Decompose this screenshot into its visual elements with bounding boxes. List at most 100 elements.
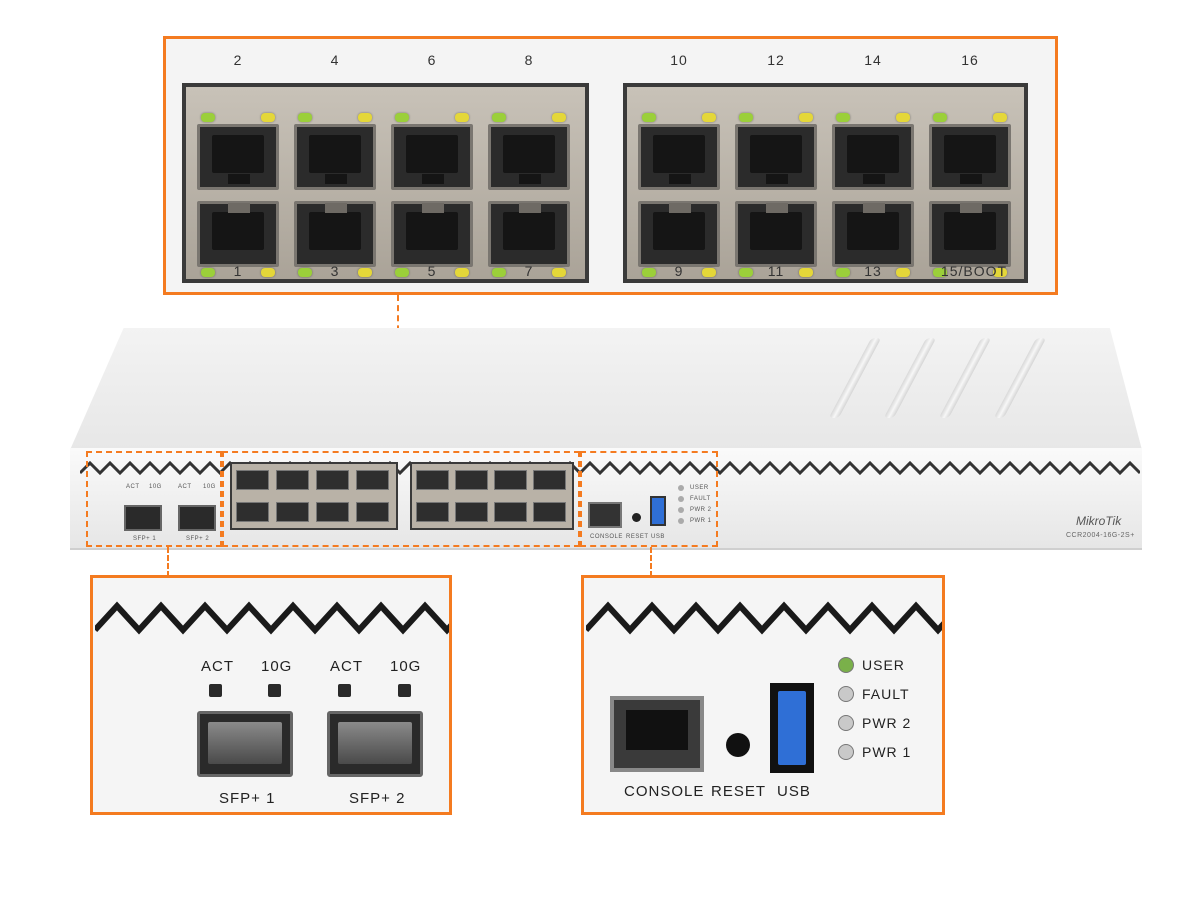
ethernet-port-small[interactable] — [356, 502, 389, 522]
ethernet-port[interactable] — [294, 124, 376, 190]
sfp2-act-led — [338, 684, 351, 697]
ethernet-port[interactable] — [488, 201, 570, 267]
ethernet-port[interactable] — [391, 124, 473, 190]
ethernet-port[interactable] — [197, 201, 279, 267]
ethernet-port-small[interactable] — [316, 502, 349, 522]
pwr2-led-label: PWR 2 — [862, 715, 912, 731]
ethernet-port-small[interactable] — [276, 470, 309, 490]
link-led — [739, 268, 753, 277]
port-number-top: 16 — [961, 52, 979, 68]
ethernet-port[interactable] — [735, 124, 817, 190]
ethernet-port-small[interactable] — [236, 470, 269, 490]
activity-led — [993, 268, 1007, 277]
port-number-top: 8 — [524, 52, 534, 68]
ethernet-port[interactable] — [735, 201, 817, 267]
status-label-small: USER — [690, 485, 709, 491]
sfp2-10g-led — [398, 684, 411, 697]
sfp2-10g-label: 10G — [390, 658, 422, 675]
activity-led — [261, 268, 275, 277]
port-number-top: 6 — [427, 52, 437, 68]
sfp-plus-1-port[interactable] — [197, 711, 293, 777]
activity-led — [896, 268, 910, 277]
usb-port[interactable] — [770, 683, 814, 773]
pwr1-led — [838, 744, 854, 760]
model-label: CCR2004-16G-2S+ — [1066, 532, 1135, 539]
pwr1-led-label: PWR 1 — [862, 744, 912, 760]
console-port[interactable] — [610, 696, 704, 772]
ethernet-port[interactable] — [638, 201, 720, 267]
link-led — [642, 268, 656, 277]
highlight-sfp-region — [86, 451, 222, 547]
ethernet-port[interactable] — [832, 201, 914, 267]
sfp-port-small[interactable] — [124, 505, 162, 531]
ethernet-port-small[interactable] — [494, 502, 527, 522]
sfp-led-label-small: ACT — [178, 484, 192, 490]
port-number-top: 2 — [233, 52, 243, 68]
status-label-small: PWR 2 — [690, 507, 712, 513]
port-number-bottom: 5 — [427, 263, 437, 279]
reset-button-small[interactable] — [632, 513, 641, 522]
usb-port-small[interactable] — [650, 496, 666, 526]
ethernet-port-small[interactable] — [276, 502, 309, 522]
sfp2-act-label: ACT — [330, 658, 363, 675]
sfp-vent-pattern — [95, 601, 449, 635]
ethernet-port-small[interactable] — [356, 470, 389, 490]
ethernet-port[interactable] — [832, 124, 914, 190]
console-label: CONSOLE — [624, 783, 705, 800]
ethernet-port-small[interactable] — [494, 470, 527, 490]
ethernet-port[interactable] — [488, 124, 570, 190]
ethernet-port-small[interactable] — [533, 502, 566, 522]
ethernet-port[interactable] — [391, 201, 473, 267]
status-led-small — [678, 518, 684, 524]
ethernet-port-small[interactable] — [533, 470, 566, 490]
fault-led — [838, 686, 854, 702]
sfp-plus-1-label: SFP+ 1 — [219, 790, 276, 807]
ethernet-port-small[interactable] — [416, 502, 449, 522]
usb-label: USB — [777, 783, 811, 800]
ethernet-port[interactable] — [197, 124, 279, 190]
ethernet-port[interactable] — [294, 201, 376, 267]
usb-label-small: USB — [651, 534, 665, 540]
sfp1-act-label: ACT — [201, 658, 234, 675]
vent-zigzag — [586, 601, 942, 635]
ethernet-port-small[interactable] — [455, 502, 488, 522]
status-led-small — [678, 485, 684, 491]
sfp-plus-2-port[interactable] — [327, 711, 423, 777]
port-number-bottom: 9 — [674, 263, 684, 279]
sfp-label-small: SFP+ 1 — [133, 536, 157, 542]
sfp-port-small[interactable] — [178, 505, 216, 531]
sfp-led-label-small: ACT — [126, 484, 140, 490]
port-number-top: 10 — [670, 52, 688, 68]
sfp1-act-led — [209, 684, 222, 697]
activity-led — [799, 113, 813, 122]
reset-label-small: RESET — [626, 534, 649, 540]
link-led — [492, 113, 506, 122]
sfp-led-label-small: 10G — [203, 484, 216, 490]
user-led — [838, 657, 854, 673]
link-led — [298, 268, 312, 277]
connector-sfp — [167, 547, 169, 577]
ethernet-port[interactable] — [929, 124, 1011, 190]
fault-led-label: FAULT — [862, 686, 910, 702]
activity-led — [993, 113, 1007, 122]
console-port-jack — [626, 710, 688, 750]
port-number-bottom: 3 — [330, 263, 340, 279]
sfp-callout: ACT 10G ACT 10G SFP+ 1 SFP+ 2 — [90, 575, 452, 815]
link-led — [933, 113, 947, 122]
port-number-bottom: 11 — [767, 263, 785, 279]
ethernet-port[interactable] — [638, 124, 720, 190]
ethernet-port-small[interactable] — [416, 470, 449, 490]
link-led — [201, 268, 215, 277]
pwr2-led — [838, 715, 854, 731]
port-number-bottom: 1 — [233, 263, 243, 279]
reset-button[interactable] — [726, 733, 750, 757]
port-number-bottom: 13 — [864, 263, 882, 279]
console-port-small[interactable] — [588, 502, 622, 528]
ethernet-port-small[interactable] — [455, 470, 488, 490]
ethernet-port[interactable] — [929, 201, 1011, 267]
link-led — [395, 113, 409, 122]
user-led-label: USER — [862, 657, 905, 673]
link-led — [836, 268, 850, 277]
ethernet-port-small[interactable] — [236, 502, 269, 522]
ethernet-port-small[interactable] — [316, 470, 349, 490]
